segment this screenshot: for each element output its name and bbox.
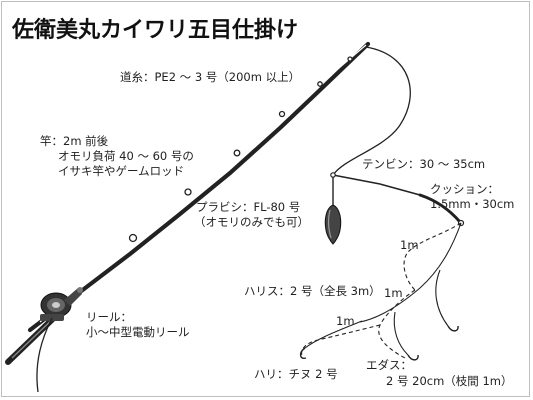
branch-1 bbox=[435, 269, 449, 327]
sinker-label-line1: プラビシ：FL-80 号 bbox=[196, 200, 301, 214]
sinker-label-line2: （オモリのみでも可） bbox=[194, 215, 309, 229]
branch-2 bbox=[393, 311, 409, 356]
reel-cord bbox=[36, 317, 53, 393]
hook-label: ハリ：チヌ 2 号 bbox=[254, 367, 338, 381]
hook-1 bbox=[447, 325, 459, 332]
leader-line-solid bbox=[359, 222, 462, 323]
cushion-label-line2: 1.5mm・30cm bbox=[430, 197, 515, 211]
branch-label-line2: 2 号 20cm（枝間 1m） bbox=[386, 374, 513, 388]
length-label-2: 1m bbox=[384, 286, 403, 300]
branch-3 bbox=[304, 320, 363, 349]
sinker-icon bbox=[324, 204, 342, 245]
tenbin-upper-arm bbox=[332, 174, 421, 196]
reel-icon bbox=[40, 287, 83, 321]
leader-label: ハリス：2 号（全長 3m） bbox=[244, 284, 381, 298]
leader-line-dashed-1 bbox=[403, 222, 462, 291]
page-title: 佐衛美丸カイワリ五目仕掛け bbox=[12, 18, 299, 43]
rod-label-line2: オモリ負荷 40 〜 60 号の bbox=[58, 149, 194, 163]
cushion bbox=[418, 193, 462, 224]
hook-2 bbox=[407, 354, 419, 361]
rod-label-line3: イサキ竿やゲームロッド bbox=[58, 164, 185, 178]
cushion-label-line1: クッション： bbox=[430, 182, 499, 196]
length-label-1: 1m bbox=[400, 238, 419, 252]
rod-blank bbox=[27, 41, 371, 333]
reel-label-line1: リール： bbox=[86, 310, 132, 324]
length-label-3: 1m bbox=[336, 314, 355, 328]
hook-3 bbox=[299, 347, 307, 360]
branch-label-line1: エダス： bbox=[366, 358, 412, 372]
main-line-label: 道糸：PE2 〜 3 号（200m 以上） bbox=[120, 70, 301, 84]
rod-guides bbox=[128, 56, 353, 243]
tenbin-label: テンビン：30 〜 35cm bbox=[362, 157, 486, 171]
reel-label-line2: 小〜中型電動リール bbox=[86, 325, 190, 339]
rod-blank-highlight bbox=[39, 44, 367, 323]
main-line bbox=[332, 46, 411, 176]
leader-line-dashed-2 bbox=[378, 289, 416, 359]
rod-label-line1: 竿：2m 前後 bbox=[40, 134, 109, 148]
